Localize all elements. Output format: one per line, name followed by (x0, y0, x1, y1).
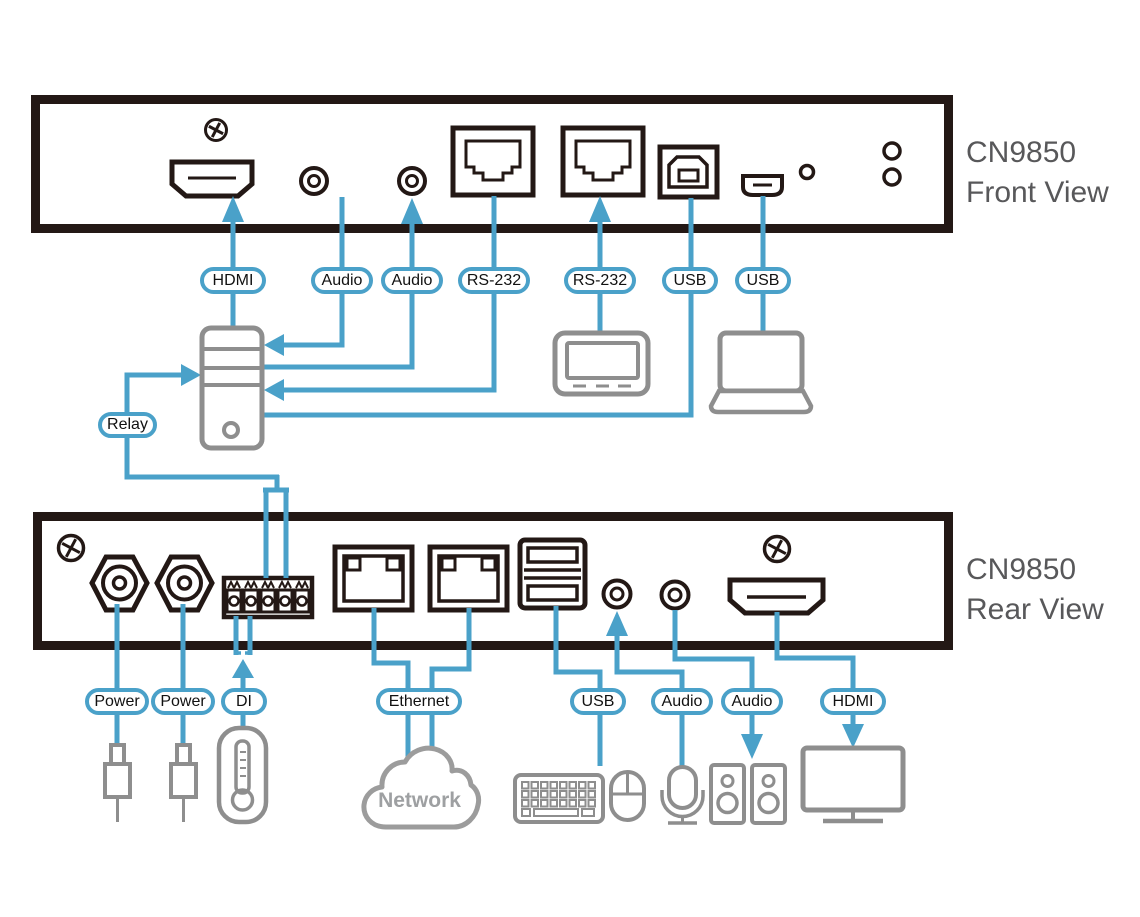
rear-panel (33, 512, 953, 650)
view-name: Front View (966, 176, 1109, 209)
monitor-icon (800, 745, 906, 824)
arrow-down-icon (842, 724, 864, 748)
label-di: DI (221, 688, 267, 715)
product-name: CN9850 (966, 553, 1077, 586)
power-jack-2 (154, 554, 215, 613)
label-power-2: Power (151, 688, 215, 715)
microphone-icon (660, 765, 705, 825)
usb-b-port-front (657, 144, 720, 200)
screw-icon (56, 533, 86, 563)
label-relay: Relay (98, 412, 157, 438)
label-usb-front-2: USB (735, 267, 791, 294)
audio-cable-2 (262, 214, 415, 370)
usb-cable-rear (553, 606, 603, 766)
arrow-up-icon (589, 196, 611, 222)
arrow-left-icon (264, 379, 284, 401)
label-hdmi-rear: HDMI (820, 688, 886, 715)
label-hdmi-front: HDMI (200, 267, 266, 294)
ethernet-cable-2 (429, 608, 472, 763)
arrow-up-icon (232, 659, 254, 678)
usb-ports-rear (517, 537, 588, 611)
label-audio-rear-2: Audio (721, 688, 783, 715)
product-name: CN9850 (966, 136, 1077, 169)
view-name: Rear View (966, 593, 1104, 626)
label-ethernet: Ethernet (376, 688, 462, 715)
serial-device-icon (552, 330, 651, 397)
audio-jack-rear-1 (601, 578, 633, 610)
network-cloud-icon (361, 745, 482, 830)
led-indicator (798, 163, 816, 181)
arrow-left-icon (264, 334, 284, 356)
power-jack-1 (89, 554, 150, 613)
arrow-up-icon (606, 611, 628, 636)
di-sensor-icon (216, 725, 269, 825)
arrow-up-icon (401, 198, 423, 224)
computer-tower-icon (199, 325, 265, 451)
network-label: Network (378, 789, 461, 812)
hdmi-port-front (169, 159, 255, 199)
screw-icon (762, 534, 792, 564)
label-rs232-front-2: RS-232 (564, 267, 636, 294)
rs232-port-front-1 (450, 125, 536, 198)
keyboard-icon (513, 773, 605, 824)
rs232-port-front-2 (560, 125, 646, 198)
audio-cable-1 (284, 197, 345, 348)
label-usb-rear: USB (570, 688, 626, 715)
screw-icon (204, 118, 228, 142)
power-adapter-icon-2 (169, 743, 198, 822)
audio-jack-rear-2 (659, 579, 691, 611)
power-adapter-icon-1 (103, 743, 132, 822)
mini-usb-port-front (741, 174, 784, 197)
audio-jack-front-2 (397, 166, 427, 196)
rear-view-caption: CN9850 Rear View (966, 550, 1104, 630)
label-power-1: Power (85, 688, 149, 715)
hdmi-port-rear (727, 577, 826, 616)
speakers-icon (709, 763, 787, 825)
laptop-icon (708, 330, 814, 415)
front-view-caption: CN9850 Front View (966, 133, 1109, 213)
arrow-down-icon (741, 734, 763, 759)
mouse-icon (609, 770, 646, 822)
label-rs232-front-1: RS-232 (458, 267, 530, 294)
audio-jack-front-1 (299, 166, 329, 196)
label-audio-rear-1: Audio (651, 688, 713, 715)
label-audio-front-2: Audio (381, 267, 443, 294)
panel-hole-1 (882, 141, 902, 161)
label-audio-front-1: Audio (311, 267, 373, 294)
arrow-up-icon (222, 196, 244, 222)
panel-hole-2 (882, 167, 902, 187)
rs232-cable-1 (284, 196, 497, 393)
arrow-right-icon (181, 364, 201, 386)
mic-audio-cable (614, 630, 685, 768)
label-usb-front-1: USB (662, 267, 718, 294)
